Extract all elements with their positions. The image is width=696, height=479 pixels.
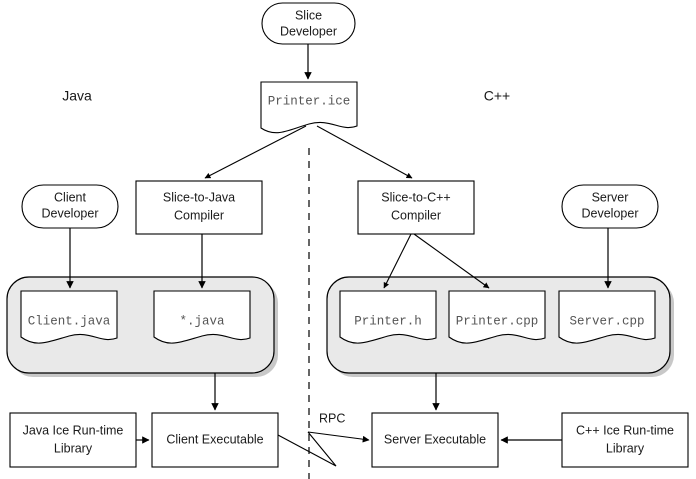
node-slice-to-cpp-compiler[interactable]: Slice-to-C++ Compiler <box>357 180 475 235</box>
server-executable-label: Server Executable <box>384 432 486 446</box>
slice-to-cpp-compiler-label-line2: Compiler <box>391 208 441 222</box>
edge-printer-ice-to-slice-to-java-compiler <box>204 125 307 179</box>
node-client-executable[interactable]: Client Executable <box>151 412 279 468</box>
client-java-label: Client.java <box>28 314 111 328</box>
client-developer-label-line2: Developer <box>42 206 99 220</box>
slice-to-java-compiler-label-line2: Compiler <box>174 208 224 222</box>
java-ice-runtime-library-label-line2: Library <box>54 441 93 455</box>
edge-printer-ice-to-slice-to-cpp-compiler <box>316 125 413 179</box>
node-cpp-ice-runtime-library[interactable]: C++ Ice Run-time Library <box>561 412 689 468</box>
printer-h-label: Printer.h <box>354 314 422 328</box>
edge-slice-to-cpp-compiler-to-printer-h <box>383 233 412 289</box>
node-printer-cpp[interactable]: Printer.cpp <box>448 290 546 344</box>
edge-slice-to-cpp-compiler-to-printer-cpp <box>413 233 490 289</box>
server-developer-label-line1: Server <box>592 190 629 204</box>
node-slice-developer[interactable]: Slice Developer <box>261 2 356 45</box>
cpp-ice-runtime-library-label-line1: C++ Ice Run-time <box>576 423 674 437</box>
node-slice-to-java-compiler[interactable]: Slice-to-Java Compiler <box>135 180 263 235</box>
node-server-developer[interactable]: Server Developer <box>561 184 659 229</box>
lane-label-cpp: C++ <box>484 88 510 104</box>
node-client-developer[interactable]: Client Developer <box>21 184 119 229</box>
client-developer-label-line1: Client <box>54 190 86 204</box>
cpp-ice-runtime-library-label-line2: Library <box>606 441 645 455</box>
slice-to-cpp-compiler-label-line1: Slice-to-C++ <box>381 190 450 204</box>
lane-label-java: Java <box>62 88 92 104</box>
java-ice-runtime-library-label-line1: Java Ice Run-time <box>23 423 124 437</box>
node-star-java[interactable]: *.java <box>153 290 251 344</box>
server-cpp-label: Server.cpp <box>569 314 644 328</box>
slice-to-java-compiler-label-line1: Slice-to-Java <box>163 190 235 204</box>
node-java-ice-runtime-library[interactable]: Java Ice Run-time Library <box>9 412 137 468</box>
node-printer-h[interactable]: Printer.h <box>339 290 437 344</box>
edge-rpc-link <box>277 431 370 467</box>
slice-developer-label-line1: Slice <box>295 8 322 22</box>
node-server-cpp[interactable]: Server.cpp <box>558 290 656 344</box>
printer-ice-label: Printer.ice <box>268 94 351 108</box>
node-server-executable[interactable]: Server Executable <box>371 412 499 468</box>
client-executable-label: Client Executable <box>166 432 263 446</box>
server-developer-label-line2: Developer <box>582 206 639 220</box>
printer-cpp-label: Printer.cpp <box>456 314 539 328</box>
node-printer-ice[interactable]: Printer.ice <box>260 81 358 134</box>
rpc-label: RPC <box>319 411 345 425</box>
node-client-java[interactable]: Client.java <box>20 290 118 344</box>
star-java-label: *.java <box>179 314 225 328</box>
slice-developer-label-line2: Developer <box>280 24 337 38</box>
